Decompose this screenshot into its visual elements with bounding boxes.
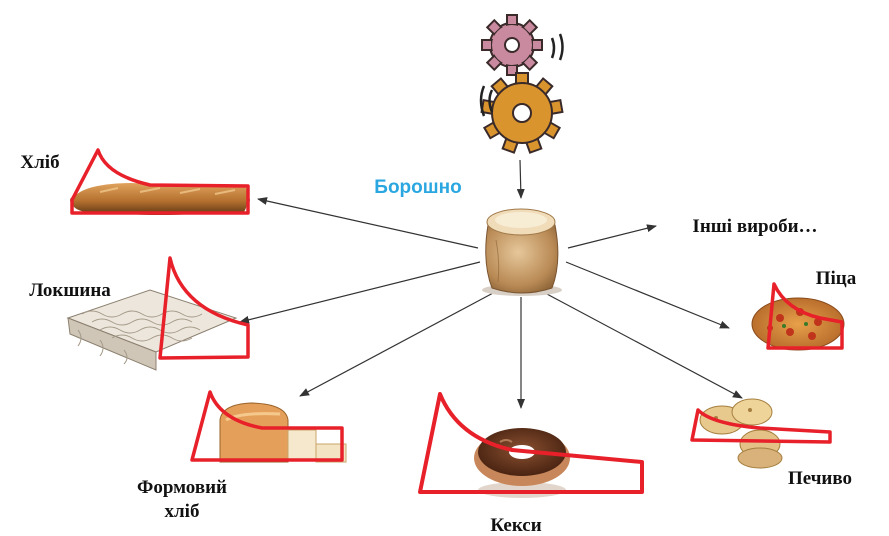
other-products-label: Інші вироби… xyxy=(692,216,817,237)
flour-sack-icon xyxy=(482,209,562,296)
arrow-to-cookies xyxy=(545,293,742,398)
tin-loaf-icon xyxy=(220,403,346,462)
gears-icon xyxy=(481,15,563,153)
arrow-to-noodles xyxy=(240,262,480,322)
arrow-gears-to-flour xyxy=(520,160,521,198)
arrow-to-tin-bread xyxy=(300,292,495,396)
arrow-to-pizza xyxy=(566,262,729,328)
center-label: Борошно xyxy=(374,177,461,198)
pizza-label: Піца xyxy=(816,268,857,289)
noodles-label: Локшина xyxy=(29,280,111,301)
cookies-label: Печиво xyxy=(788,468,852,489)
baguette-icon xyxy=(70,183,250,215)
cookies-icon xyxy=(700,399,782,468)
tin-bread-label-line: хліб xyxy=(165,501,200,522)
donut-icon xyxy=(474,428,570,498)
bread-label: Хліб xyxy=(20,152,59,173)
pizza-icon xyxy=(752,298,844,350)
tin-bread-label: Формовий хліб xyxy=(137,477,227,522)
cakes-label: Кекси xyxy=(490,515,541,536)
arrow-to-bread xyxy=(258,199,478,248)
tin-bread-label-line: Формовий xyxy=(137,477,227,498)
arrow-to-other xyxy=(568,226,656,248)
